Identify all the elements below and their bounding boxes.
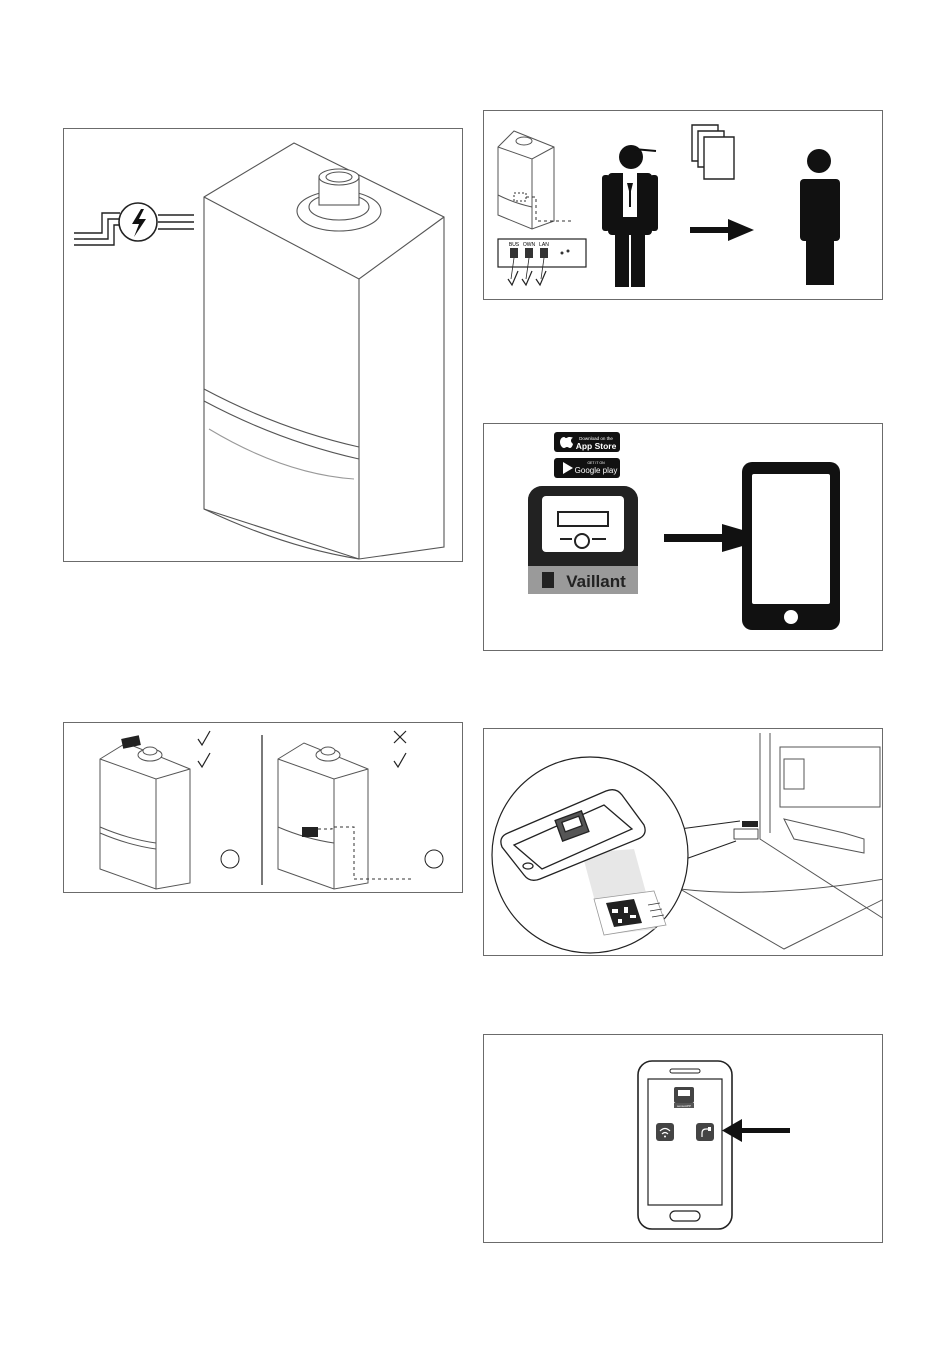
qr-label-on-device bbox=[742, 821, 758, 827]
qr-scan-illustration bbox=[484, 729, 883, 956]
terminal-label-lan: LAN bbox=[539, 242, 549, 248]
boiler-open-interior bbox=[680, 733, 883, 949]
installer-icon bbox=[602, 145, 658, 287]
terminal-bus bbox=[510, 248, 518, 258]
figure-installer-handover: BUS OWN LAN bbox=[483, 110, 883, 300]
cross-icon bbox=[394, 731, 406, 743]
handover-arrow bbox=[690, 219, 754, 241]
module-inside bbox=[302, 827, 318, 837]
google-play-text: Google play bbox=[575, 466, 618, 475]
check-icons-left bbox=[198, 731, 210, 767]
apple-logo-icon bbox=[560, 437, 573, 448]
figure-phone-app-connection: sensoAPP bbox=[483, 1034, 883, 1243]
module-placement-illustration bbox=[64, 723, 463, 893]
figure-boiler-power-supply bbox=[63, 128, 463, 562]
boiler-power-illustration bbox=[64, 129, 463, 562]
documents-icon bbox=[692, 125, 734, 179]
end-user-icon bbox=[800, 149, 840, 285]
check-icon-right bbox=[394, 753, 406, 767]
terminal-own bbox=[525, 248, 533, 258]
small-boiler bbox=[498, 131, 554, 229]
handover-illustration: BUS OWN LAN bbox=[484, 111, 883, 300]
phone-app-illustration: sensoAPP bbox=[484, 1035, 883, 1243]
cable-connection-button bbox=[696, 1123, 714, 1141]
vaillant-hare-logo-icon bbox=[542, 572, 554, 588]
app-tile-caption: sensoAPP bbox=[677, 1104, 691, 1108]
figure-app-download: Download on the App Store GET IT ON Goog… bbox=[483, 423, 883, 651]
figure-module-placement bbox=[63, 722, 463, 893]
terminal-label-bus: BUS bbox=[509, 242, 520, 248]
app-store-text: App Store bbox=[576, 441, 617, 451]
figure-scan-qr-code bbox=[483, 728, 883, 956]
option-circle-2 bbox=[425, 850, 443, 868]
terminal-label-own: OWN bbox=[523, 242, 536, 248]
option-circle-1 bbox=[221, 850, 239, 868]
terminal-lan bbox=[540, 248, 548, 258]
module-on-top bbox=[121, 735, 141, 749]
app-download-illustration: Download on the App Store GET IT ON Goog… bbox=[484, 424, 883, 651]
boiler-correct-placement bbox=[100, 743, 190, 889]
brand-name: Vaillant bbox=[566, 572, 626, 591]
google-play-small-text: GET IT ON bbox=[587, 461, 605, 465]
